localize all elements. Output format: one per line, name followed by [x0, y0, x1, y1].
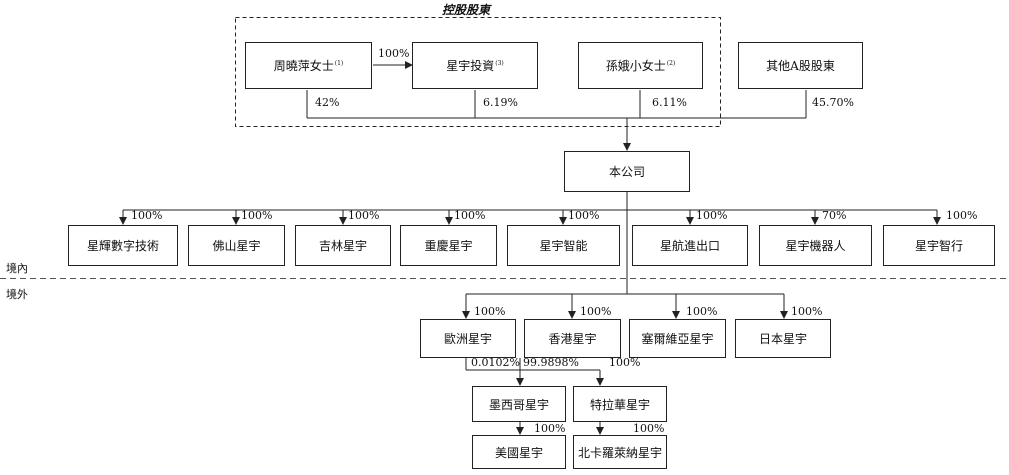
controlling-shareholders-group-border	[235, 17, 721, 127]
pct-domestic-sub: 100%	[568, 209, 600, 222]
pct-shareholder-zhou: 42%	[315, 96, 340, 109]
pct-hk-to-mexico: 99.9898%	[523, 356, 579, 369]
pct-shareholder-sun: 6.11%	[652, 96, 687, 109]
pct-domestic-sub: 100%	[696, 209, 728, 222]
pct-domestic-sub: 100%	[946, 209, 978, 222]
pct-shareholder-xingyu: 6.19%	[483, 96, 518, 109]
north-carolina-box: 北卡羅萊納星宇	[573, 435, 667, 469]
footnote-ref: (3)	[495, 60, 504, 67]
domestic-sub-box: 佛山星宇	[188, 225, 285, 266]
pct-overseas-sub: 100%	[791, 305, 823, 318]
footnote-ref: (2)	[666, 60, 676, 67]
domestic-sub-box: 星宇機器人	[759, 225, 872, 266]
domestic-sub-box: 星宇智行	[883, 225, 995, 266]
pct-shareholder-other: 45.70%	[812, 96, 854, 109]
company-box: 本公司	[564, 151, 690, 192]
pct-hk-to-tralahua: 100%	[609, 356, 641, 369]
pct-domestic-sub: 70%	[822, 209, 847, 222]
overseas-sub-box: 香港星宇	[524, 319, 621, 358]
shareholder-name: 孫娥小女士	[605, 59, 666, 73]
domestic-sub-box: 星宇智能	[507, 225, 620, 266]
usa-box: 美國星宇	[472, 435, 566, 469]
shareholder-box-xingyu-investment: 星宇投資(3)	[412, 42, 538, 89]
pct-tralahua-to-nc: 100%	[633, 422, 665, 435]
pct-overseas-sub: 100%	[474, 305, 506, 318]
pct-zhou-to-xingyu: 100%	[378, 47, 410, 60]
pct-domestic-sub: 100%	[454, 209, 486, 222]
mexico-box: 墨西哥星宇	[472, 386, 566, 422]
pct-mexico-to-usa: 100%	[534, 422, 566, 435]
pct-overseas-sub: 100%	[580, 305, 612, 318]
region-label-domestic: 境內	[6, 262, 28, 275]
controlling-shareholders-title: 控股股東	[442, 3, 491, 17]
shareholder-name: 星宇投資	[446, 59, 495, 73]
overseas-sub-box: 塞爾維亞星宇	[629, 319, 726, 358]
domestic-sub-box: 星輝數字技術	[68, 225, 178, 266]
shareholder-name: 其他A股股東	[766, 59, 835, 73]
region-label-overseas: 境外	[6, 288, 28, 301]
overseas-sub-box: 日本星宇	[735, 319, 831, 358]
domestic-sub-box: 星航進出口	[632, 225, 748, 266]
overseas-sub-box: 歐洲星宇	[420, 319, 516, 358]
pct-domestic-sub: 100%	[131, 209, 163, 222]
pct-domestic-sub: 100%	[241, 209, 273, 222]
pct-overseas-sub: 100%	[686, 305, 718, 318]
shareholder-box-zhou: 周曉萍女士(1)	[245, 42, 372, 89]
shareholder-box-other-a-shares: 其他A股股東	[738, 42, 863, 89]
pct-domestic-sub: 100%	[348, 209, 380, 222]
domestic-sub-box: 吉林星宇	[295, 225, 391, 266]
shareholder-name: 周曉萍女士	[273, 59, 334, 73]
pct-europe-to-mexico: 0.0102%	[471, 356, 520, 369]
tralahua-box: 特拉華星宇	[573, 386, 667, 422]
footnote-ref: (1)	[334, 60, 344, 67]
domestic-sub-box: 重慶星宇	[400, 225, 497, 266]
shareholder-box-sun: 孫娥小女士(2)	[578, 42, 703, 89]
